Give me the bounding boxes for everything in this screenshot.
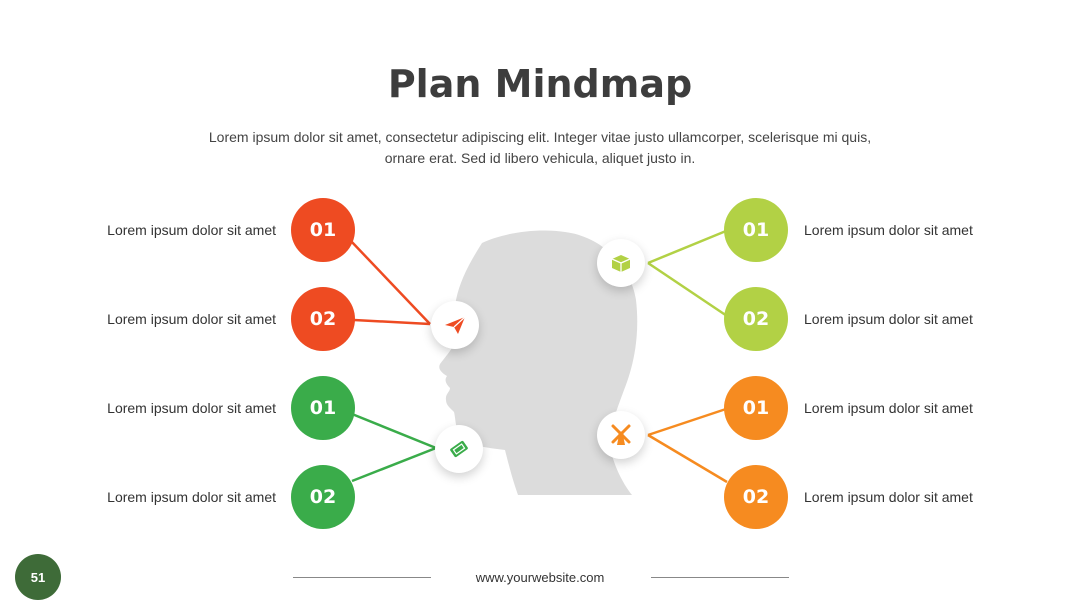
bottom-left-item-1-label: Lorem ipsum dolor sit amet (107, 400, 276, 416)
box-icon (597, 239, 645, 287)
bottom-right-item-1-label: Lorem ipsum dolor sit amet (804, 400, 973, 416)
footer-website: www.yourwebsite.com (475, 570, 605, 585)
bottom-right-item-1-badge: 01 (724, 376, 788, 440)
connector-line (647, 433, 728, 484)
footer-divider-right (651, 577, 789, 578)
top-right-item-2-badge: 02 (724, 287, 788, 351)
bottom-right-item-2-label: Lorem ipsum dolor sit amet (804, 489, 973, 505)
connector-line (647, 407, 727, 437)
connector-line (647, 261, 728, 318)
connector-line (351, 446, 437, 483)
connector-line (353, 318, 431, 326)
footer-divider-left (293, 577, 431, 578)
bottom-left-item-2-label: Lorem ipsum dolor sit amet (107, 489, 276, 505)
paper-plane-icon (431, 301, 479, 349)
page-subtitle: Lorem ipsum dolor sit amet, consectetur … (208, 129, 872, 166)
head-silhouette (439, 230, 638, 495)
top-left-item-1-label: Lorem ipsum dolor sit amet (107, 222, 276, 238)
page-number-badge: 51 (15, 554, 61, 600)
windmill-icon (597, 411, 645, 459)
page-title: Plan Mindmap (387, 62, 693, 106)
top-right-item-1-badge: 01 (724, 198, 788, 262)
ticket-icon (435, 425, 483, 473)
bottom-left-item-2-badge: 02 (291, 465, 355, 529)
top-right-item-2-label: Lorem ipsum dolor sit amet (804, 311, 973, 327)
bottom-right-item-2-badge: 02 (724, 465, 788, 529)
top-left-item-2-label: Lorem ipsum dolor sit amet (107, 311, 276, 327)
bottom-left-item-1-badge: 01 (291, 376, 355, 440)
connector-line (647, 229, 727, 265)
connector-line (351, 412, 437, 450)
connector-line (349, 239, 431, 325)
top-right-item-1-label: Lorem ipsum dolor sit amet (804, 222, 973, 238)
top-left-item-2-badge: 02 (291, 287, 355, 351)
top-left-item-1-badge: 01 (291, 198, 355, 262)
